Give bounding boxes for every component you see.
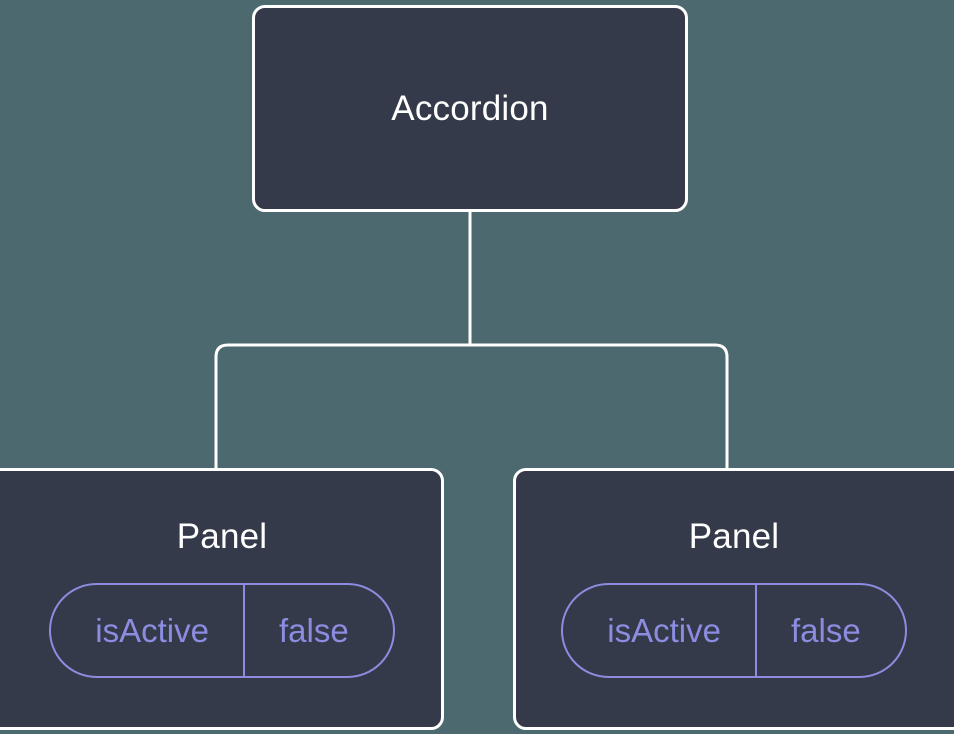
prop-key-label: isActive <box>607 612 721 649</box>
prop-key-label: isActive <box>95 612 209 649</box>
node-panel-right-content: Panel isActive false <box>509 519 954 678</box>
node-accordion-title: Accordion <box>391 89 549 128</box>
node-panel-left-content: Panel isActive false <box>0 519 447 678</box>
prop-pill-isactive-left[interactable]: isActive false <box>49 583 395 678</box>
node-panel-right-title: Panel <box>688 517 780 556</box>
node-accordion[interactable]: Accordion <box>252 5 688 212</box>
node-panel-left-title: Panel <box>176 517 268 556</box>
prop-value-label: false <box>754 585 905 676</box>
prop-value-label: false <box>242 585 393 676</box>
edge-bus-to-right-panel <box>470 343 729 470</box>
node-panel-left[interactable]: Panel isActive false <box>0 468 444 730</box>
prop-pill-isactive-right[interactable]: isActive false <box>561 583 907 678</box>
edge-bus-to-left-panel <box>214 343 470 470</box>
node-panel-right[interactable]: Panel isActive false <box>513 468 954 730</box>
